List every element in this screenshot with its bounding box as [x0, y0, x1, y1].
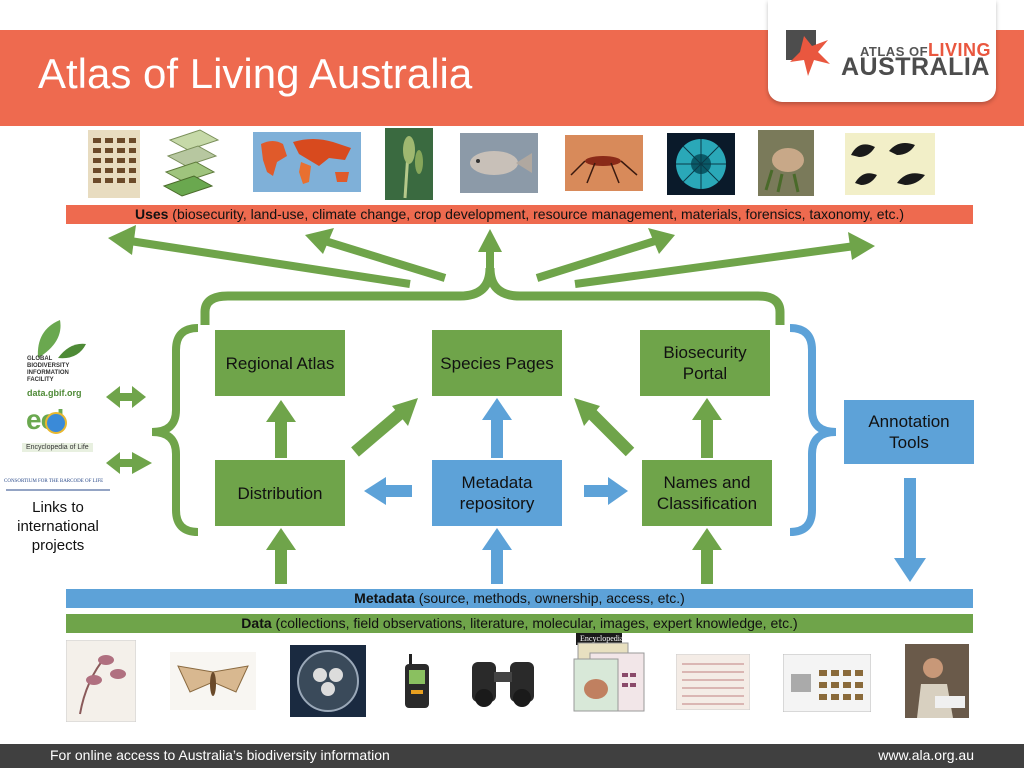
right-brace — [789, 324, 837, 536]
poster-thumbnail — [88, 130, 140, 198]
footer-url[interactable]: www.ala.org.au — [878, 747, 974, 763]
finches-thumbnail — [845, 133, 935, 195]
field-notes-thumbnail — [676, 654, 750, 710]
petri-dish-thumbnail — [290, 645, 366, 717]
metadata-band: Metadata (source, methods, ownership, ac… — [66, 589, 973, 608]
mosquito-thumbnail — [565, 135, 643, 191]
page-title: Atlas of Living Australia — [38, 50, 473, 97]
hand-plant-thumbnail — [758, 130, 814, 196]
footer-tagline: For online access to Australia’s biodive… — [50, 747, 390, 763]
gbif-url: data.gbif.org — [27, 388, 82, 398]
link-arrows — [106, 386, 152, 474]
moth-thumbnail — [170, 652, 256, 710]
left-brace — [151, 324, 199, 536]
biosecurity-portal-box: Biosecurity Portal — [640, 330, 770, 396]
books-thumbnail — [573, 633, 645, 712]
footer-bar — [0, 744, 1024, 768]
uses-arrowheads — [108, 225, 875, 260]
gbif-leaf-icon — [37, 320, 86, 359]
gps-thumbnail — [405, 654, 429, 708]
data-band: Data (collections, field observations, l… — [66, 614, 973, 633]
layers-thumbnail — [162, 129, 220, 197]
book-label: Encyclopedia — [580, 634, 624, 643]
annotation-tools-box: Annotation Tools — [844, 400, 974, 464]
distribution-box: Distribution — [215, 460, 345, 526]
metadata-repository-box: Metadata repository — [432, 460, 562, 526]
cbol-caption: CONSORTIUM FOR THE BARCODE OF LIFE — [4, 479, 104, 484]
researcher-thumbnail — [905, 644, 969, 718]
links-label: Links to international projects — [17, 499, 99, 554]
names-classification-box: Names and Classification — [642, 460, 772, 526]
barcode-line — [6, 489, 110, 491]
species-pages-box: Species Pages — [432, 330, 562, 396]
diatom-thumbnail — [667, 133, 735, 195]
world-map-thumbnail — [253, 132, 361, 192]
regional-atlas-box: Regional Atlas — [215, 330, 345, 396]
globe-icon — [45, 412, 67, 434]
ala-star-logo-icon — [786, 30, 830, 76]
eol-caption: Encyclopedia of Life — [22, 443, 93, 452]
logo-line2: AUSTRALIA — [841, 53, 990, 81]
logo-line1: ATLAS OFLIVING — [860, 40, 992, 60]
top-brace — [200, 267, 785, 325]
herbarium-thumbnail — [66, 640, 136, 722]
uses-band: Uses (biosecurity, land-use, climate cha… — [66, 205, 973, 224]
binoculars-thumbnail — [472, 662, 534, 707]
wheat-thumbnail — [385, 128, 433, 200]
fish-thumbnail — [460, 133, 538, 193]
specimen-drawer-thumbnail — [783, 654, 871, 712]
gbif-name: GLOBAL BIODIVERSITY INFORMATION FACILITY — [27, 356, 70, 383]
